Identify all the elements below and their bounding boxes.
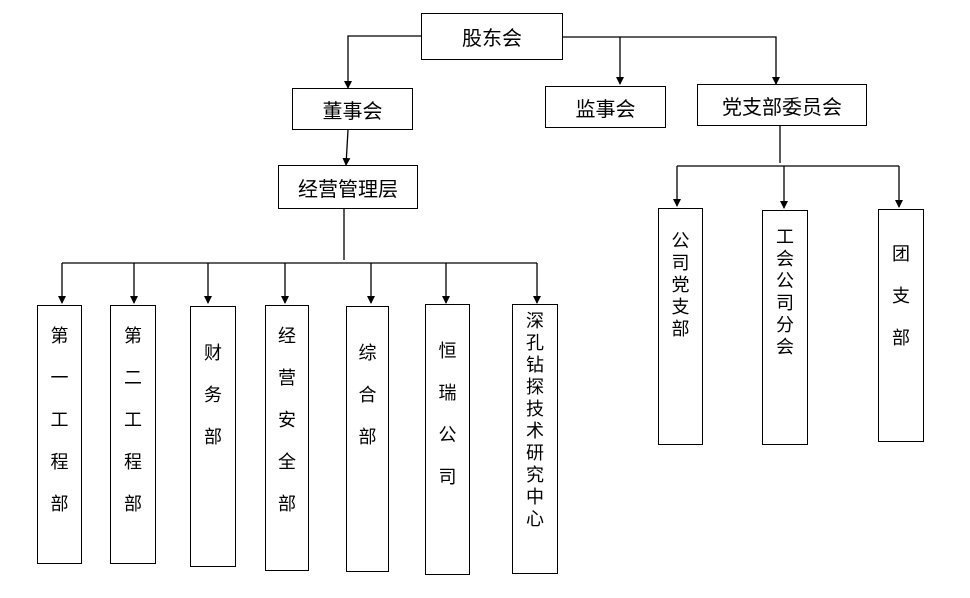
node-char: 究 [526,465,544,486]
node-char: 第 [124,326,142,347]
node-char: 部 [358,427,377,448]
node-char: 部 [671,319,690,340]
node-char: 经 [278,326,296,347]
node-char: 财 [204,343,222,364]
node-dept-operations-safety: 经营安全部 [265,305,309,571]
node-char: 支 [671,297,690,318]
node-char: 工 [776,227,794,248]
node-char: 营 [278,368,296,389]
node-char: 孔 [526,333,544,354]
node-char: 部 [124,494,142,515]
node-char: 公 [671,231,690,252]
node-char: 程 [124,452,142,473]
node-char: 心 [526,509,544,530]
node-char: 程 [50,452,69,473]
node-dept-hengrui: 恒瑞公司 [425,304,470,575]
node-char: 工 [124,410,142,431]
node-char: 部 [50,494,69,515]
node-char: 探 [526,377,544,398]
node-char: 支 [892,286,910,307]
node-char: 瑞 [438,383,457,404]
node-char: 全 [278,452,296,473]
node-dept-research-center: 深孔钻探技术研究中心 [512,304,558,574]
node-youth-league: 团支部 [878,209,924,442]
node-char: 术 [526,421,544,442]
node-char: 部 [278,494,296,515]
node-board: 董事会 [292,88,413,130]
node-char: 钻 [526,355,544,376]
node-char: 公 [776,271,794,292]
node-char: 务 [204,385,222,406]
node-char: 技 [526,399,544,420]
node-dept-general: 综合部 [346,306,389,572]
node-char: 深 [526,311,544,332]
node-char: 司 [776,293,794,314]
node-party-committee: 党支部委员会 [697,84,867,126]
node-char: 安 [278,410,296,431]
node-char: 部 [892,328,910,349]
node-party-branch: 公司党支部 [658,208,703,445]
node-char: 恒 [438,341,457,362]
node-char: 部 [204,427,222,448]
node-char: 工 [50,410,69,431]
node-char: 司 [438,467,457,488]
node-management: 经营管理层 [278,165,418,209]
node-supervisors: 监事会 [545,86,666,128]
node-char: 一 [50,368,69,389]
node-char: 司 [671,253,690,274]
node-char: 合 [358,385,377,406]
node-dept-engineering-2: 第二工程部 [110,305,156,564]
node-char: 研 [526,443,544,464]
node-dept-finance: 财务部 [190,306,236,567]
node-char: 会 [776,337,794,358]
node-char: 会 [776,249,794,270]
node-char: 二 [124,368,142,389]
node-char: 分 [776,315,794,336]
node-char: 党 [671,275,690,296]
node-char: 公 [438,425,457,446]
node-char: 团 [892,244,910,265]
node-shareholders: 股东会 [421,13,563,60]
node-char: 第 [50,326,69,347]
node-union: 工会公司分会 [762,210,808,445]
node-char: 中 [526,487,544,508]
node-dept-engineering-1: 第一工程部 [37,305,82,564]
node-char: 综 [358,343,377,364]
